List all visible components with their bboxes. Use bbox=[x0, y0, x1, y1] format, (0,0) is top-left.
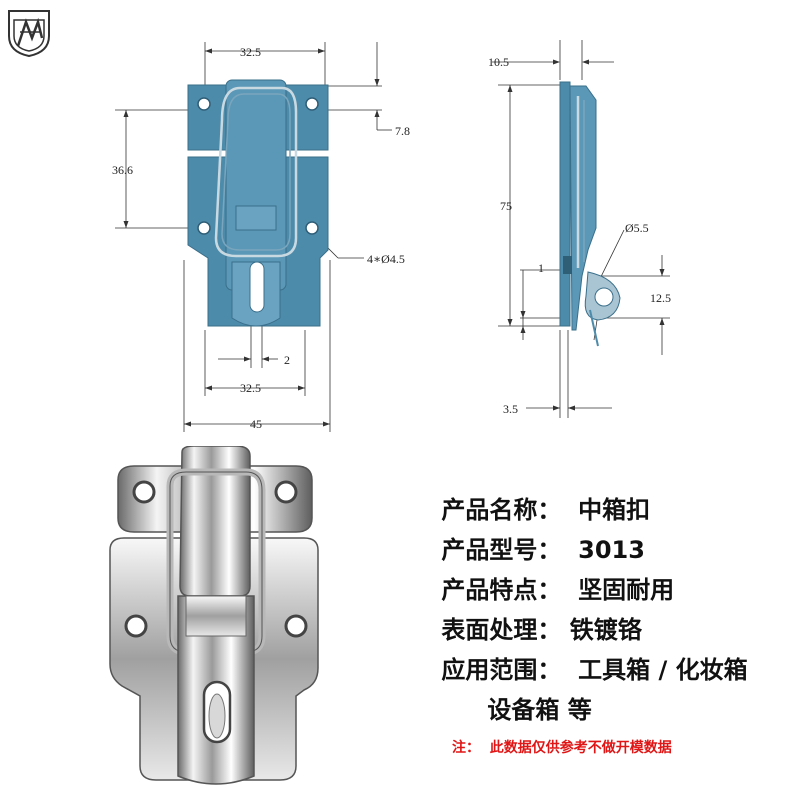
spec-value: 工具箱 / 化妆箱 bbox=[578, 656, 748, 684]
dim-bottom-width: 32.5 bbox=[240, 381, 261, 395]
front-latch-part bbox=[187, 79, 329, 327]
spec-row-name: 产品名称： 中箱扣 bbox=[408, 474, 650, 546]
dim-overall-width: 45 bbox=[250, 417, 262, 431]
product-photo bbox=[109, 446, 319, 785]
dim-small-step: 1 bbox=[538, 261, 544, 275]
dim-top-width: 32.5 bbox=[240, 45, 261, 59]
spec-row-features: 产品特点： 坚固耐用 bbox=[408, 554, 674, 626]
side-dimension-labels: 10.5 75 Ø5.5 1 12.5 3.5 bbox=[488, 55, 671, 416]
spec-row-application: 应用范围： 工具箱 / 化妆箱 bbox=[408, 634, 748, 706]
mount-hole bbox=[197, 97, 211, 111]
spec-row-model: 产品型号： 3013 bbox=[408, 514, 645, 586]
spec-value: 坚固耐用 bbox=[578, 576, 675, 604]
spec-label: 产品特点： bbox=[441, 576, 562, 604]
spec-row-application-cont: 设备箱 等 bbox=[454, 674, 592, 746]
spec-value: 铁镀铬 bbox=[569, 616, 642, 644]
dim-bottom-thickness: 3.5 bbox=[503, 402, 518, 416]
spec-value: 3013 bbox=[578, 536, 645, 564]
side-dimension-arrows bbox=[507, 59, 665, 411]
spec-label: 产品型号： bbox=[441, 536, 562, 564]
spec-value: 中箱扣 bbox=[578, 496, 651, 524]
spec-value: 设备箱 等 bbox=[487, 696, 592, 724]
front-dimension-arrows bbox=[123, 48, 380, 427]
spec-label: 产品名称： bbox=[441, 496, 562, 524]
side-latch-part bbox=[559, 81, 621, 347]
spec-row-finish: 表面处理： 铁镀铬 bbox=[408, 594, 642, 666]
spec-label: 表面处理： bbox=[441, 616, 562, 644]
mount-hole bbox=[305, 97, 319, 111]
dim-height: 75 bbox=[500, 199, 512, 213]
brand-logo bbox=[8, 10, 50, 58]
dim-top-thickness: 10.5 bbox=[488, 55, 509, 69]
mount-hole bbox=[197, 221, 211, 235]
dim-hole-offset: 7.8 bbox=[395, 124, 410, 138]
dim-slot-width: 2 bbox=[284, 353, 290, 367]
dim-hole-spacing-vertical: 36.6 bbox=[112, 163, 133, 177]
dim-hole-callout: 4∗Ø4.5 bbox=[367, 252, 405, 266]
spec-label: 应用范围： bbox=[441, 656, 562, 684]
dim-ring-height: 12.5 bbox=[650, 291, 671, 305]
disclaimer-note: 注： 此数据仅供参考不做开模数据 bbox=[452, 740, 672, 756]
front-dimension-labels: 32.5 36.6 7.8 4∗Ø4.5 2 32.5 45 bbox=[112, 45, 410, 431]
mount-hole bbox=[305, 221, 319, 235]
dim-ring-diameter: Ø5.5 bbox=[625, 221, 649, 235]
